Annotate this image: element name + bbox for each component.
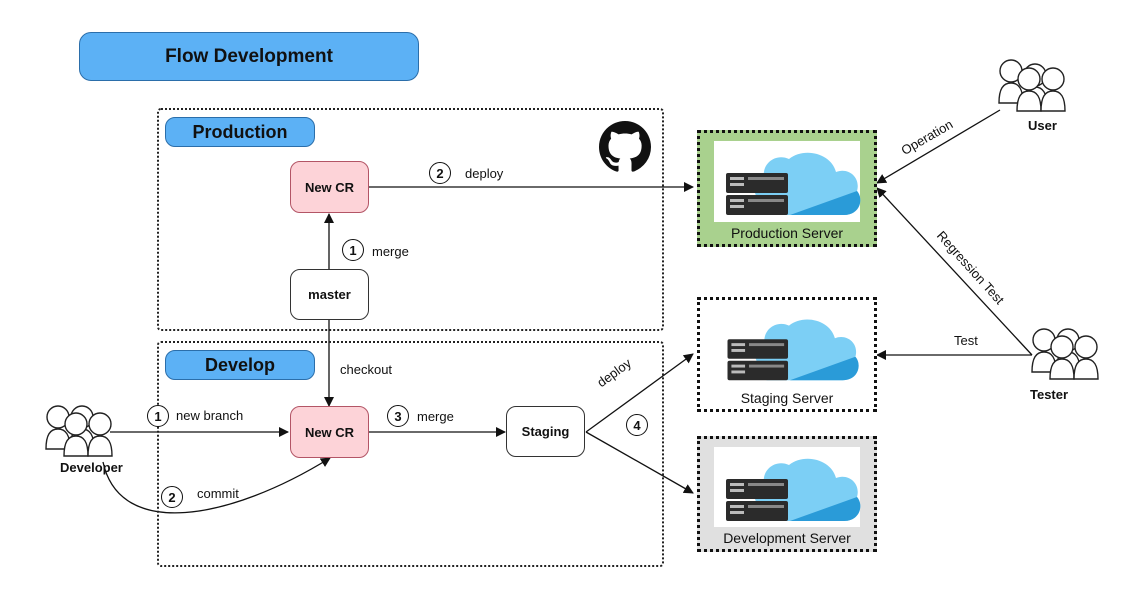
edge-label-deploy: deploy — [465, 166, 504, 181]
production-group-label: Production — [165, 117, 315, 147]
step-number: 3 — [387, 405, 409, 427]
develop-group — [157, 341, 664, 567]
production-server: Production Server — [697, 130, 877, 247]
step-number: 1 — [147, 405, 169, 427]
tester-label: Tester — [1030, 387, 1069, 402]
step-number: 1 — [342, 239, 364, 261]
page-title: Flow Development — [79, 32, 419, 81]
step-number: 2 — [429, 162, 451, 184]
server-cloud-icon — [714, 308, 860, 387]
edge-label-merge: merge — [417, 409, 454, 424]
development-server-label: Development Server — [723, 530, 851, 546]
server-cloud-icon — [714, 447, 861, 527]
production-group — [157, 108, 664, 331]
staging-server-label: Staging Server — [740, 390, 834, 406]
edge-label-commit: commit — [197, 486, 239, 501]
production-new-cr-node: New CR — [290, 161, 369, 213]
develop-group-label: Develop — [165, 350, 315, 380]
developer-label: Developer — [60, 460, 123, 475]
arrow-operation — [876, 109, 1001, 184]
edge-label-checkout: checkout — [340, 362, 393, 377]
arrow-deploy-development — [585, 431, 694, 494]
develop-new-cr-node: New CR — [290, 406, 369, 458]
developer-group-icon — [44, 401, 114, 457]
staging-node: Staging — [506, 406, 585, 457]
tester-group-icon — [1030, 322, 1100, 380]
production-server-label: Production Server — [730, 225, 844, 241]
user-label: User — [1028, 118, 1057, 133]
edge-label-new-branch: new branch — [176, 408, 244, 423]
staging-server: Staging Server — [697, 297, 877, 412]
edge-label-test: Test — [954, 333, 978, 348]
github-icon — [599, 121, 651, 173]
step-number: 4 — [626, 414, 648, 436]
server-cloud-icon — [714, 141, 861, 222]
arrow-commit — [102, 457, 331, 514]
user-group-icon — [997, 57, 1067, 112]
master-node: master — [290, 269, 369, 320]
development-server: Development Server — [697, 436, 877, 552]
arrow-regression-test — [876, 187, 1033, 356]
arrow-deploy-staging — [585, 353, 694, 433]
edge-label-merge: merge — [372, 244, 409, 259]
step-number: 2 — [161, 486, 183, 508]
